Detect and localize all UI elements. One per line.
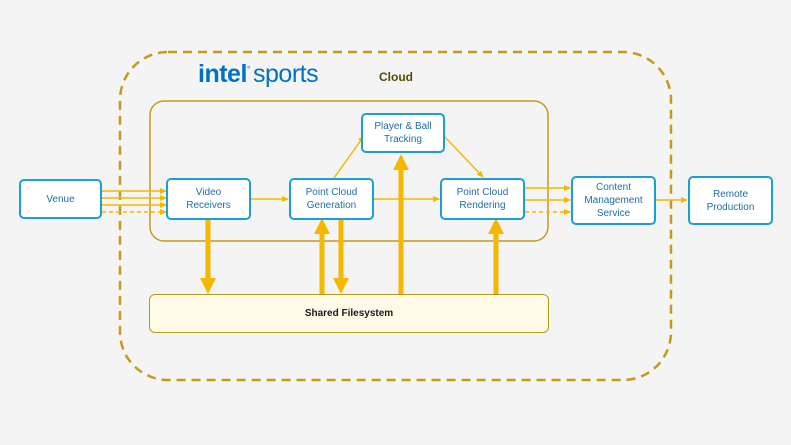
logo-intel-text: intel (198, 60, 247, 88)
node-player-ball-tracking-label: Player & Ball Tracking (374, 121, 432, 145)
arrow-tracking-rendering (443, 135, 484, 178)
intel-sports-logo: intel°sports (198, 60, 319, 89)
node-video-receivers: Video Receivers (166, 178, 251, 220)
arrow-generation-tracking (333, 135, 365, 179)
processing-box (149, 100, 549, 242)
node-venue-label: Venue (46, 193, 75, 205)
node-shared-filesystem-label: Shared Filesystem (304, 308, 394, 319)
node-player-ball-tracking: Player & Ball Tracking (361, 113, 445, 153)
node-content-management-service: Content Management Service (571, 176, 656, 225)
node-remote-production: Remote Production (688, 176, 773, 225)
node-point-cloud-rendering-label: Point Cloud Rendering (456, 187, 509, 211)
cloud-label: Cloud (379, 70, 413, 84)
node-point-cloud-rendering: Point Cloud Rendering (440, 178, 525, 220)
logo-mark: ° (246, 64, 251, 75)
node-remote-production-label: Remote Production (706, 188, 755, 213)
node-point-cloud-generation: Point Cloud Generation (289, 178, 374, 220)
cloud-region (118, 50, 673, 382)
node-video-receivers-label: Video Receivers (186, 187, 231, 211)
node-content-management-service-label: Content Management Service (584, 182, 643, 219)
node-shared-filesystem: Shared Filesystem (149, 294, 549, 333)
node-point-cloud-generation-label: Point Cloud Generation (305, 187, 358, 211)
logo-sports-text: sports (253, 60, 319, 88)
node-venue: Venue (19, 179, 102, 219)
